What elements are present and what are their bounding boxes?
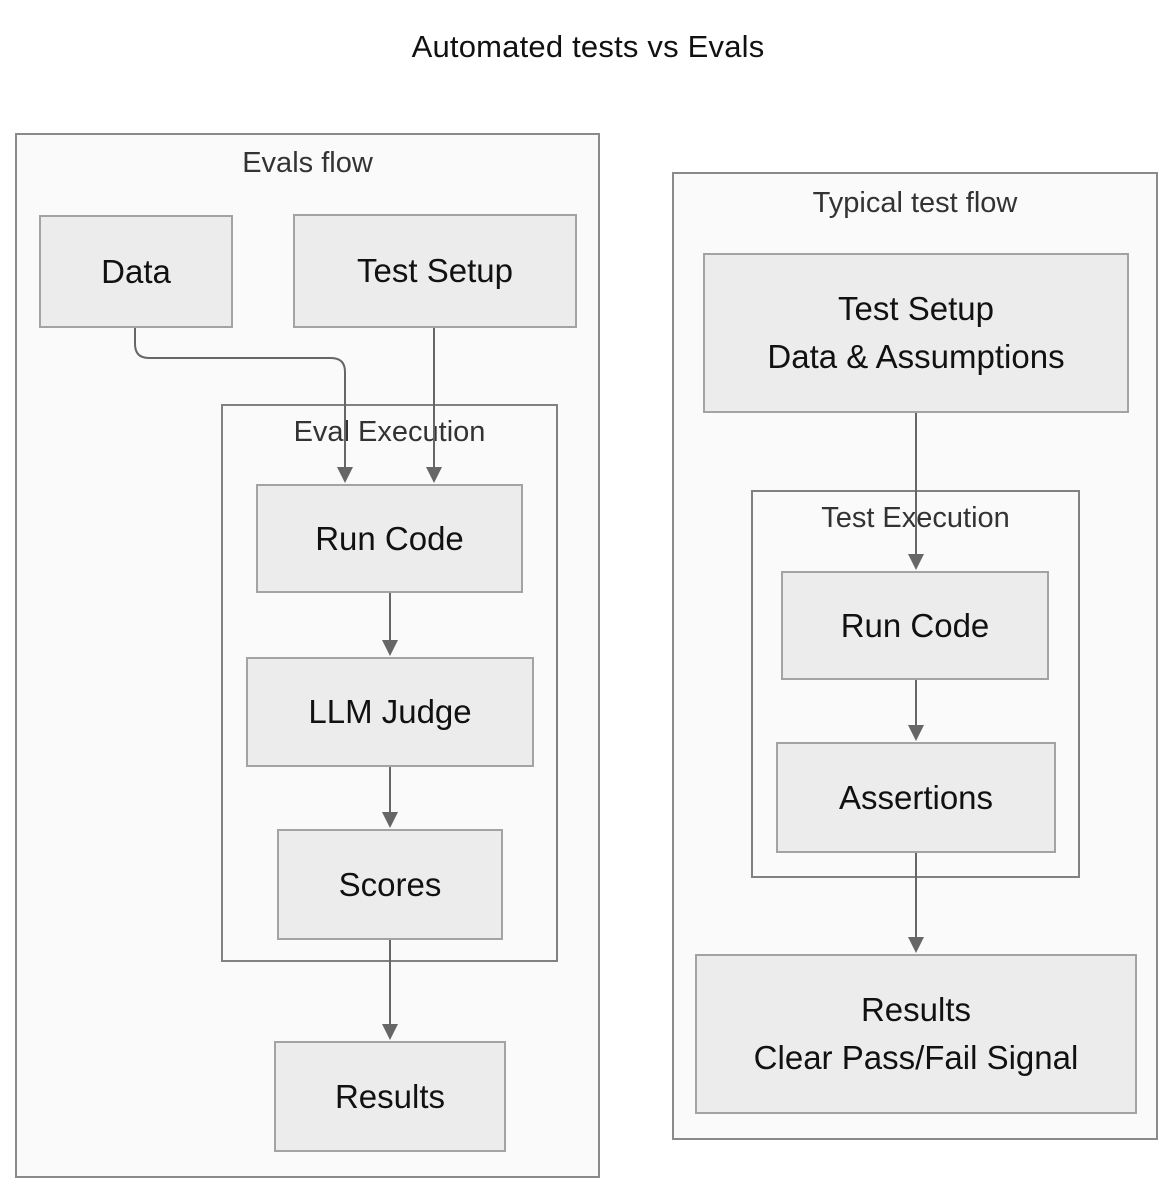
- node-results-typical-line2: Clear Pass/Fail Signal: [753, 1039, 1079, 1076]
- node-test-setup-evals-label: Test Setup: [357, 252, 513, 290]
- node-data-label: Data: [101, 252, 171, 290]
- node-results-typical-line1: Results: [860, 991, 972, 1029]
- node-test-setup-typical-line1: Test Setup: [838, 290, 994, 328]
- eval-execution-label: Eval Execution: [293, 416, 486, 448]
- node-data: Data: [39, 215, 233, 328]
- diagram-title: Automated tests vs Evals: [411, 29, 765, 64]
- node-scores-label: Scores: [338, 865, 442, 903]
- node-results-evals-label: Results: [334, 1077, 446, 1115]
- node-test-setup-typical: Test Setup Data & Assumptions: [703, 253, 1129, 413]
- node-assertions: Assertions: [776, 742, 1056, 853]
- node-llm-judge: LLM Judge: [246, 657, 534, 767]
- node-test-setup-evals: Test Setup: [293, 214, 577, 328]
- node-scores: Scores: [277, 829, 503, 940]
- node-results-evals: Results: [274, 1041, 506, 1152]
- node-run-code-typical-label: Run Code: [840, 606, 990, 644]
- node-run-code-typical: Run Code: [781, 571, 1049, 680]
- node-run-code-evals-label: Run Code: [315, 519, 464, 557]
- typical-test-flow-label: Typical test flow: [812, 187, 1018, 219]
- test-execution-label: Test Execution: [821, 502, 1010, 534]
- node-test-setup-typical-line2: Data & Assumptions: [767, 338, 1065, 375]
- node-results-typical: Results Clear Pass/Fail Signal: [695, 954, 1137, 1114]
- node-assertions-label: Assertions: [838, 778, 994, 816]
- evals-flow-label: Evals flow: [242, 147, 373, 179]
- node-run-code-evals: Run Code: [256, 484, 523, 593]
- node-llm-judge-label: LLM Judge: [308, 693, 472, 731]
